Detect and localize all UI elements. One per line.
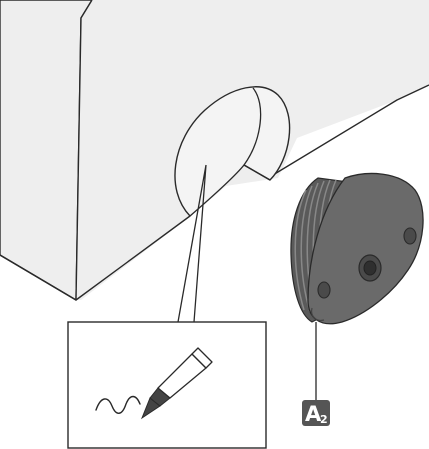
hole-inner-rim bbox=[243, 87, 262, 166]
callout-leader-line bbox=[177, 164, 207, 323]
hole-lower-lip bbox=[243, 164, 271, 181]
plug-face-edge bbox=[311, 307, 325, 321]
part-label-box bbox=[302, 400, 330, 426]
cabinet-bottom-edge bbox=[0, 215, 191, 301]
cabinet-vertical-edge bbox=[75, 0, 93, 301]
sealant-callout bbox=[67, 164, 267, 449]
plug-part-a2 bbox=[290, 172, 424, 400]
plug-screw-hole-right bbox=[403, 227, 417, 245]
sealant-bead-squiggle bbox=[95, 395, 141, 414]
cabinet-hole bbox=[174, 86, 291, 217]
plug-face-plate bbox=[307, 172, 424, 325]
tube-crimp-end bbox=[191, 347, 213, 369]
cabinet-bottom-edge-right bbox=[267, 84, 429, 179]
part-label-letter: A bbox=[305, 402, 322, 426]
part-label-subscript: 2 bbox=[320, 413, 328, 426]
plug-screw-hole-left bbox=[317, 281, 331, 299]
sealant-tube-icon bbox=[140, 347, 213, 420]
part-label-a2: A 2 bbox=[302, 400, 330, 426]
plug-center-hole-inner bbox=[363, 260, 377, 276]
